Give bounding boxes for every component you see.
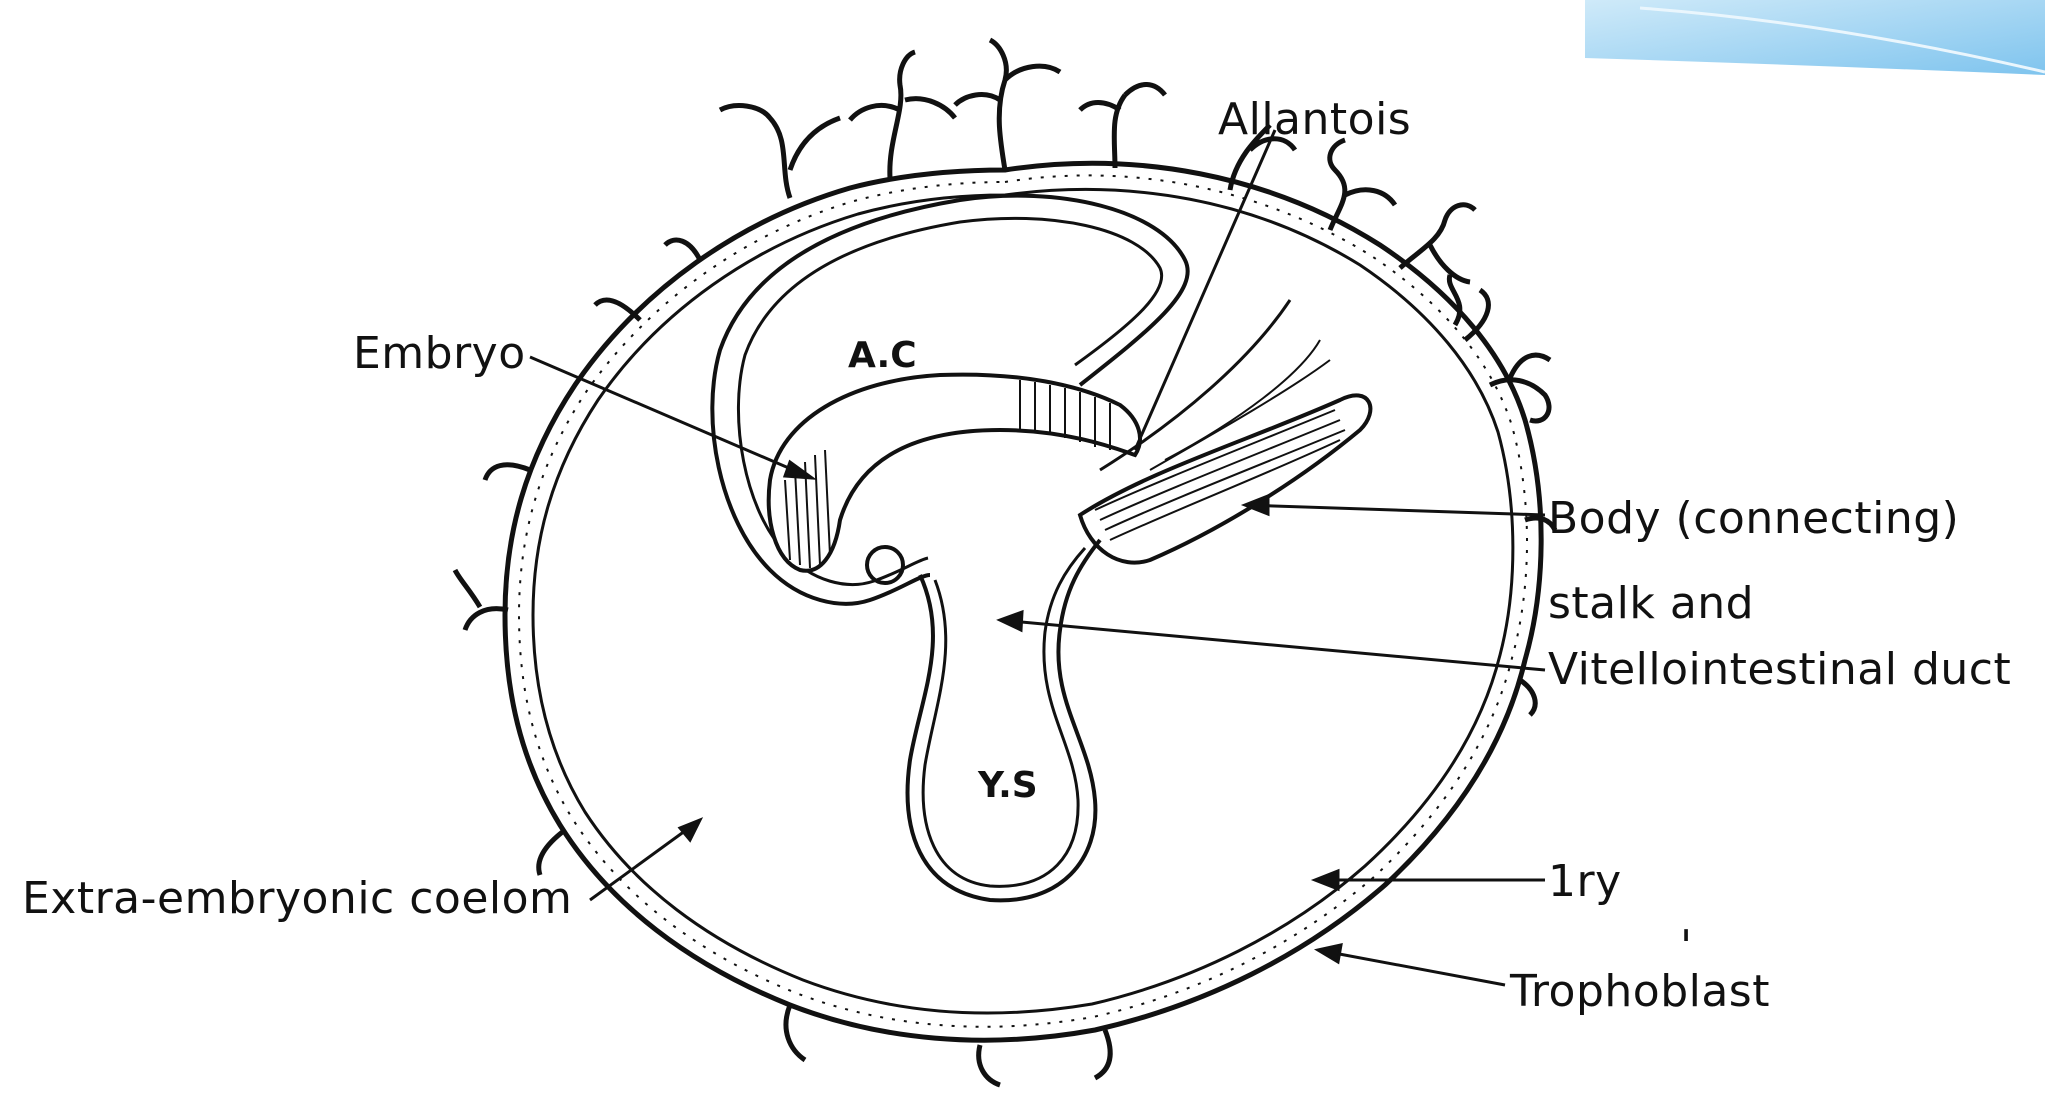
stalk-fibers xyxy=(1094,339,1346,541)
villus xyxy=(783,1004,807,1063)
embryo-label: Embryo xyxy=(353,328,526,379)
villus xyxy=(593,297,642,322)
embryonic-structures xyxy=(710,193,1373,903)
embryo-hatching xyxy=(784,380,1111,569)
amnion-inner-line xyxy=(736,216,1164,586)
leader-vitellointestinal xyxy=(999,618,1546,672)
villus xyxy=(1524,515,1558,532)
vitellointestinal-duct-label: Vitellointestinal duct xyxy=(1548,644,2012,695)
leader-trophoblast xyxy=(1317,948,1506,987)
extra-embryonic-coelom-label: Extra-embryonic coelom xyxy=(22,873,573,924)
villus xyxy=(1078,82,1167,169)
villus xyxy=(663,237,703,262)
yolk-sac xyxy=(905,538,1102,903)
primary-mark: ' xyxy=(1680,921,1693,972)
heart-bulge xyxy=(865,545,905,585)
villus xyxy=(482,462,531,481)
connecting-stalk xyxy=(1077,393,1373,565)
body-stalk-label: Body (connecting) xyxy=(1548,493,1960,544)
villus xyxy=(953,37,1062,171)
villus xyxy=(1518,677,1538,717)
villus xyxy=(1227,123,1298,191)
leader-coelom-arrow xyxy=(677,817,704,843)
allantois-label: Allantois xyxy=(1218,94,1412,145)
trophoblast-inner-wall xyxy=(531,188,1515,1015)
leader-embryo-arrow xyxy=(782,459,818,480)
allantois-tube xyxy=(1099,299,1292,472)
villus xyxy=(976,1044,1001,1088)
leader-vitellointestinal-arrow xyxy=(996,609,1024,633)
villus xyxy=(1488,352,1552,424)
leader-embryo xyxy=(529,355,813,480)
leader-coelom xyxy=(589,818,701,902)
stalk-and-label: stalk and xyxy=(1548,578,1755,629)
villus xyxy=(1093,1029,1113,1081)
chorionic-sac xyxy=(452,37,1558,1088)
yolk-sac-label: Y.S xyxy=(978,765,1038,806)
chorionic-villi xyxy=(452,37,1558,1088)
trophoblast-label: Trophoblast xyxy=(1510,966,1770,1017)
leader-primary-arrow xyxy=(1310,868,1340,892)
corner-accent-shape xyxy=(1585,0,2045,75)
villus xyxy=(718,103,841,199)
villus xyxy=(452,568,509,631)
amnion-outer-line xyxy=(710,193,1190,606)
amniotic-cavity-label: A.C xyxy=(848,335,917,376)
leader-body-stalk xyxy=(1244,503,1546,517)
leader-body-stalk-arrow xyxy=(1240,493,1270,517)
villus xyxy=(1398,202,1477,285)
yolk-sac-inner xyxy=(921,546,1087,888)
villus xyxy=(1327,137,1398,231)
corner-accent-line xyxy=(1639,6,2045,74)
primary-label: 1ry xyxy=(1548,856,1622,907)
trophoblast-outer-wall xyxy=(502,160,1544,1043)
leader-allantois xyxy=(1133,129,1277,451)
villus xyxy=(1446,274,1491,342)
embryo-body xyxy=(766,372,1142,573)
villus xyxy=(848,49,957,179)
villus xyxy=(536,828,567,876)
leader-trophoblast-arrow xyxy=(1313,943,1343,965)
wall-stippling xyxy=(517,174,1528,1028)
leader-lines xyxy=(529,129,1546,987)
